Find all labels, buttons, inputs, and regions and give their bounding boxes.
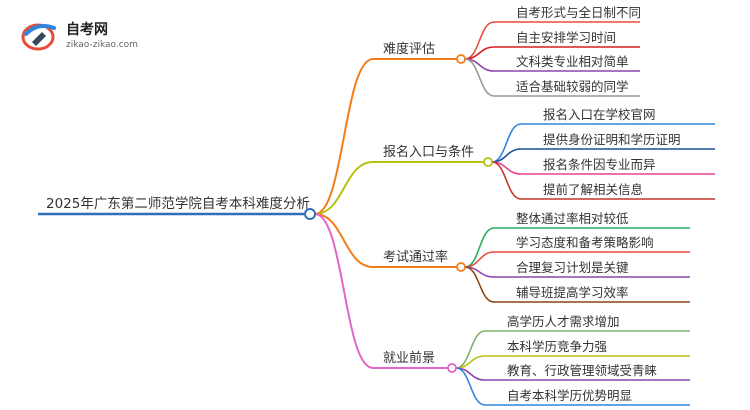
leaf-connector [464, 266, 495, 303]
logo: 自考网 zikao-zikao.com [8, 10, 168, 60]
leaf-label: 报名入口在学校官网 [543, 107, 656, 122]
branch-connector [314, 213, 374, 268]
root-node-dot [304, 208, 316, 220]
branch-node-dot [456, 54, 466, 64]
leaf-label: 教育、行政管理领域受青睐 [507, 363, 658, 378]
node-layer: 2025年广东第二师范学院自考本科难度分析 难度评估 自考形式与全日制不同自主安排学… [38, 5, 715, 406]
leaf-label: 本科学历竞争力强 [507, 339, 608, 354]
leaf-label: 适合基础较弱的同学 [516, 79, 629, 94]
branch-label: 难度评估 [383, 41, 435, 57]
root-label: 2025年广东第二师范学院自考本科难度分析 [46, 195, 310, 212]
leaf-label: 自考形式与全日制不同 [516, 5, 641, 20]
leaf-label: 合理复习计划是关键 [516, 260, 629, 275]
leaf-label: 提前了解相关信息 [543, 182, 643, 197]
leaf-label: 自考本科学历优势明显 [507, 388, 632, 403]
logo-title: 自考网 [66, 22, 108, 38]
leaf-connector [464, 58, 495, 97]
logo-subtitle: zikao-zikao.com [66, 40, 138, 50]
leaf-connector [491, 161, 522, 200]
leaf-label: 提供身份证明和学历证明 [543, 132, 681, 147]
branch-node-dot [456, 262, 466, 272]
branch-label: 报名入口与条件 [383, 144, 474, 160]
leaf-label: 整体通过率相对较低 [516, 211, 629, 226]
branch-connector [314, 58, 374, 215]
branch-node-dot [483, 157, 493, 167]
leaf-label: 辅导班提高学习效率 [516, 285, 629, 300]
leaf-connector [464, 227, 495, 268]
leaf-label: 高学历人才需求增加 [507, 314, 620, 329]
branch-node-dot [447, 363, 457, 373]
leaf-label: 自主安排学习时间 [516, 30, 616, 45]
leaf-label: 报名条件因专业而异 [543, 157, 656, 172]
leaf-label: 文科类专业相对简单 [516, 54, 629, 69]
logo-icon [21, 23, 56, 51]
connector-layer [314, 21, 522, 406]
leaf-label: 学习态度和备考策略影响 [516, 235, 654, 250]
branch-label: 就业前景 [383, 350, 435, 366]
leaf-connector [455, 367, 486, 406]
branch-label: 考试通过率 [383, 249, 448, 265]
branch-connector [314, 161, 374, 215]
branch-connector [314, 213, 374, 369]
